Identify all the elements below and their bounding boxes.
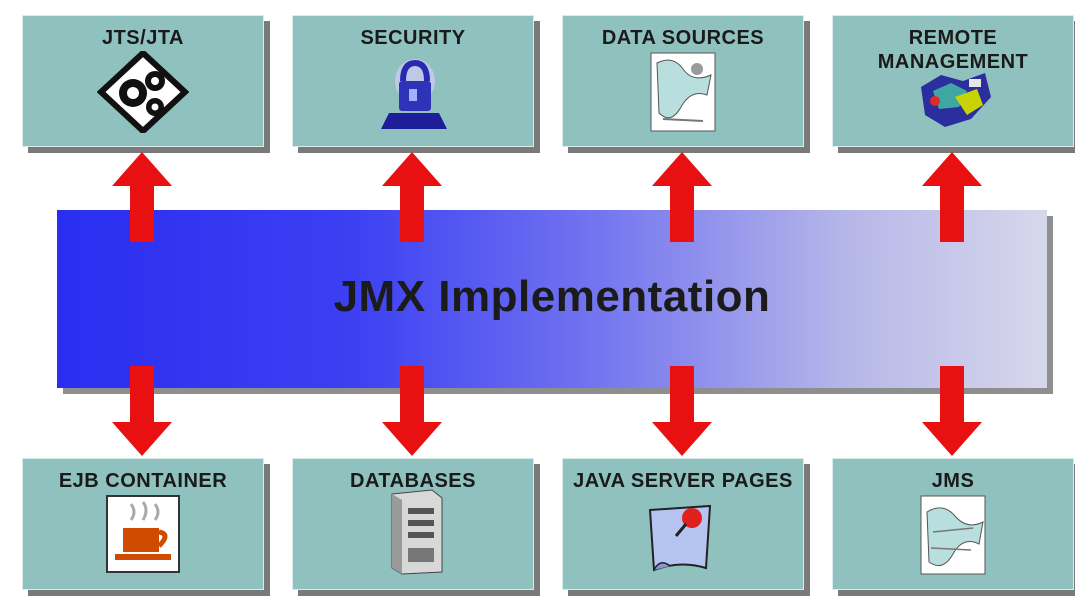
box-jms: JMS: [832, 458, 1074, 590]
box-label: JMS: [931, 470, 975, 492]
box-java-server-pages: JAVA SERVER PAGES: [562, 458, 804, 590]
gears-icon: [96, 48, 190, 138]
arrow-down-java-server-pages: [652, 366, 712, 456]
box-label: JAVA SERVER PAGES: [573, 470, 793, 492]
box-data-sources: DATA SOURCES: [562, 15, 804, 147]
box-label: DATA SOURCES: [601, 27, 765, 49]
coffee-cup-icon: [101, 492, 185, 581]
network-icon: [911, 67, 995, 138]
box-label: DATABASES: [350, 470, 476, 492]
message-map-icon: [913, 492, 993, 581]
box-label: JTS/JTA: [101, 27, 185, 49]
box-ejb-container: EJB CONTAINER: [22, 458, 264, 590]
arrow-down-databases: [382, 366, 442, 456]
box-label: SECURITY: [360, 27, 466, 49]
arrow-down-jms: [922, 366, 982, 456]
band-title: JMX Implementation: [333, 272, 771, 321]
box-jts-jta: JTS/JTA: [22, 15, 264, 147]
pushpin-page-icon: [640, 496, 726, 581]
jmx-implementation-band: JMX Implementation: [57, 210, 1047, 388]
server-tower-icon: [378, 488, 448, 581]
box-security: SECURITY: [292, 15, 534, 147]
lock-icon: [373, 51, 453, 138]
box-remote-management: REMOTE MANAGEMENT: [832, 15, 1074, 147]
arrow-up-security: [382, 152, 442, 242]
arrow-up-remote-management: [922, 152, 982, 242]
arrow-up-data-sources: [652, 152, 712, 242]
document-icon: [643, 49, 723, 138]
box-databases: DATABASES: [292, 458, 534, 590]
box-label: EJB CONTAINER: [58, 470, 228, 492]
arrow-up-jts-jta: [112, 152, 172, 242]
arrow-down-ejb-container: [112, 366, 172, 456]
box-label: REMOTE MANAGEMENT: [877, 27, 1029, 73]
